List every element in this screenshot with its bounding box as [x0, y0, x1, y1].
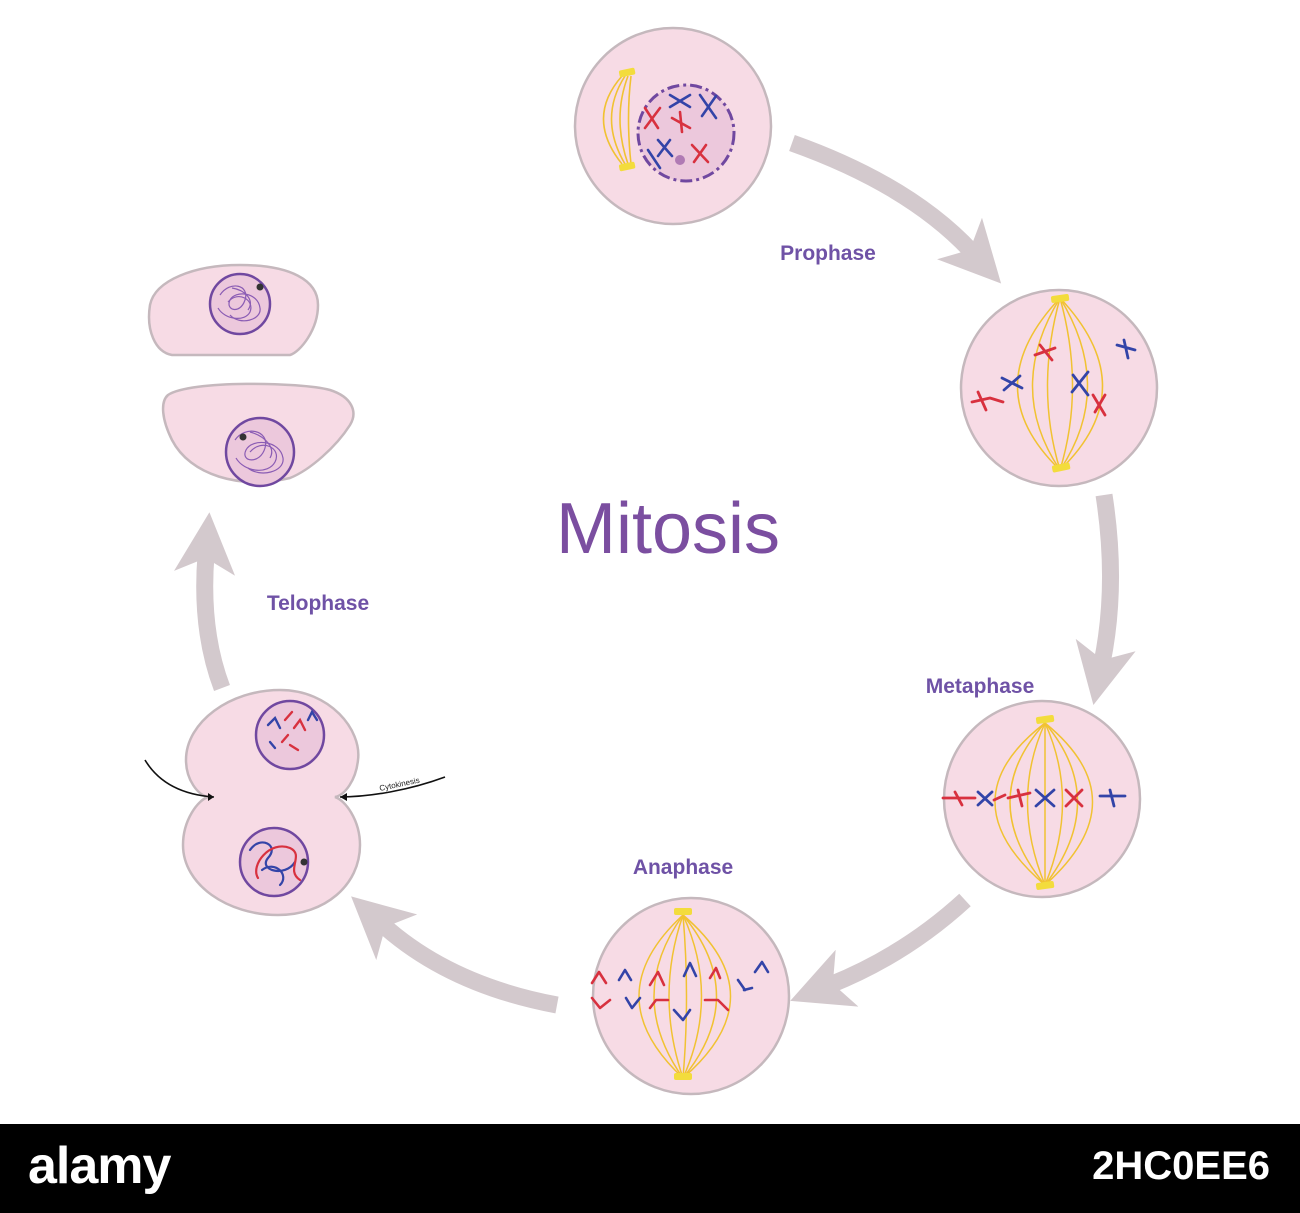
centriole-dot — [239, 433, 247, 441]
nuclear-envelope — [636, 83, 736, 183]
centriole-dot — [300, 858, 308, 866]
mitosis-diagram: Cytokinesis Mitosis Prophase Metaphase A… — [144, 26, 1159, 1096]
centriole-dot — [256, 283, 264, 291]
anaphase-cell — [590, 896, 791, 1096]
alamy-logo: alamy — [28, 1137, 171, 1195]
centrosome — [1051, 462, 1071, 473]
prometaphase-cell — [959, 288, 1159, 488]
cycle-arrows — [174, 134, 1136, 1014]
centrosome — [618, 161, 636, 172]
phase-label-telophase: Telophase — [267, 592, 369, 615]
arrow-early-telophase-to-cytokinesis — [351, 896, 559, 1014]
arrow-metaphase-to-anaphase — [1075, 493, 1136, 705]
phase-label-anaphase: Anaphase — [633, 856, 733, 879]
metaphase-cell — [941, 699, 1142, 899]
separating-chromosomes — [590, 960, 770, 1022]
spindle-fibers — [994, 722, 1094, 886]
diagram-title: Mitosis — [556, 489, 780, 569]
nucleolus — [675, 155, 685, 165]
arrow-anaphase-to-early-telophase — [790, 893, 971, 1007]
centrosome — [1035, 881, 1055, 890]
arrow-telophase-to-daughters — [174, 512, 236, 692]
spindle-fibers — [602, 75, 632, 165]
lower-nucleus — [238, 826, 310, 898]
centrosome — [674, 1073, 692, 1080]
upper-nucleus — [254, 699, 326, 771]
centrosome — [674, 908, 692, 915]
metaphase-plate-chromosomes — [941, 788, 1127, 808]
stock-image-id: 2HC0EE6 — [1092, 1144, 1270, 1188]
centrosome — [618, 67, 636, 78]
chromosomes — [643, 93, 718, 170]
phase-label-prophase: Prophase — [780, 242, 876, 265]
lower-daughter-nucleus — [224, 416, 296, 488]
prophase-cell — [573, 26, 773, 226]
phase-label-metaphase: Metaphase — [926, 675, 1035, 698]
arrow-prophase-to-metaphase — [789, 134, 1002, 284]
cleavage-furrow-pointers — [144, 759, 446, 798]
daughter-cells — [147, 263, 355, 488]
watermark-footer-bar: alamy 2HC0EE6 — [0, 1124, 1300, 1213]
chromosomes — [970, 338, 1137, 417]
centrosome — [1035, 715, 1055, 724]
spindle-fibers — [638, 914, 732, 1079]
cytokinesis-cell: Cytokinesis — [144, 688, 446, 917]
centrosome — [1050, 294, 1070, 303]
upper-daughter-nucleus — [208, 272, 272, 336]
